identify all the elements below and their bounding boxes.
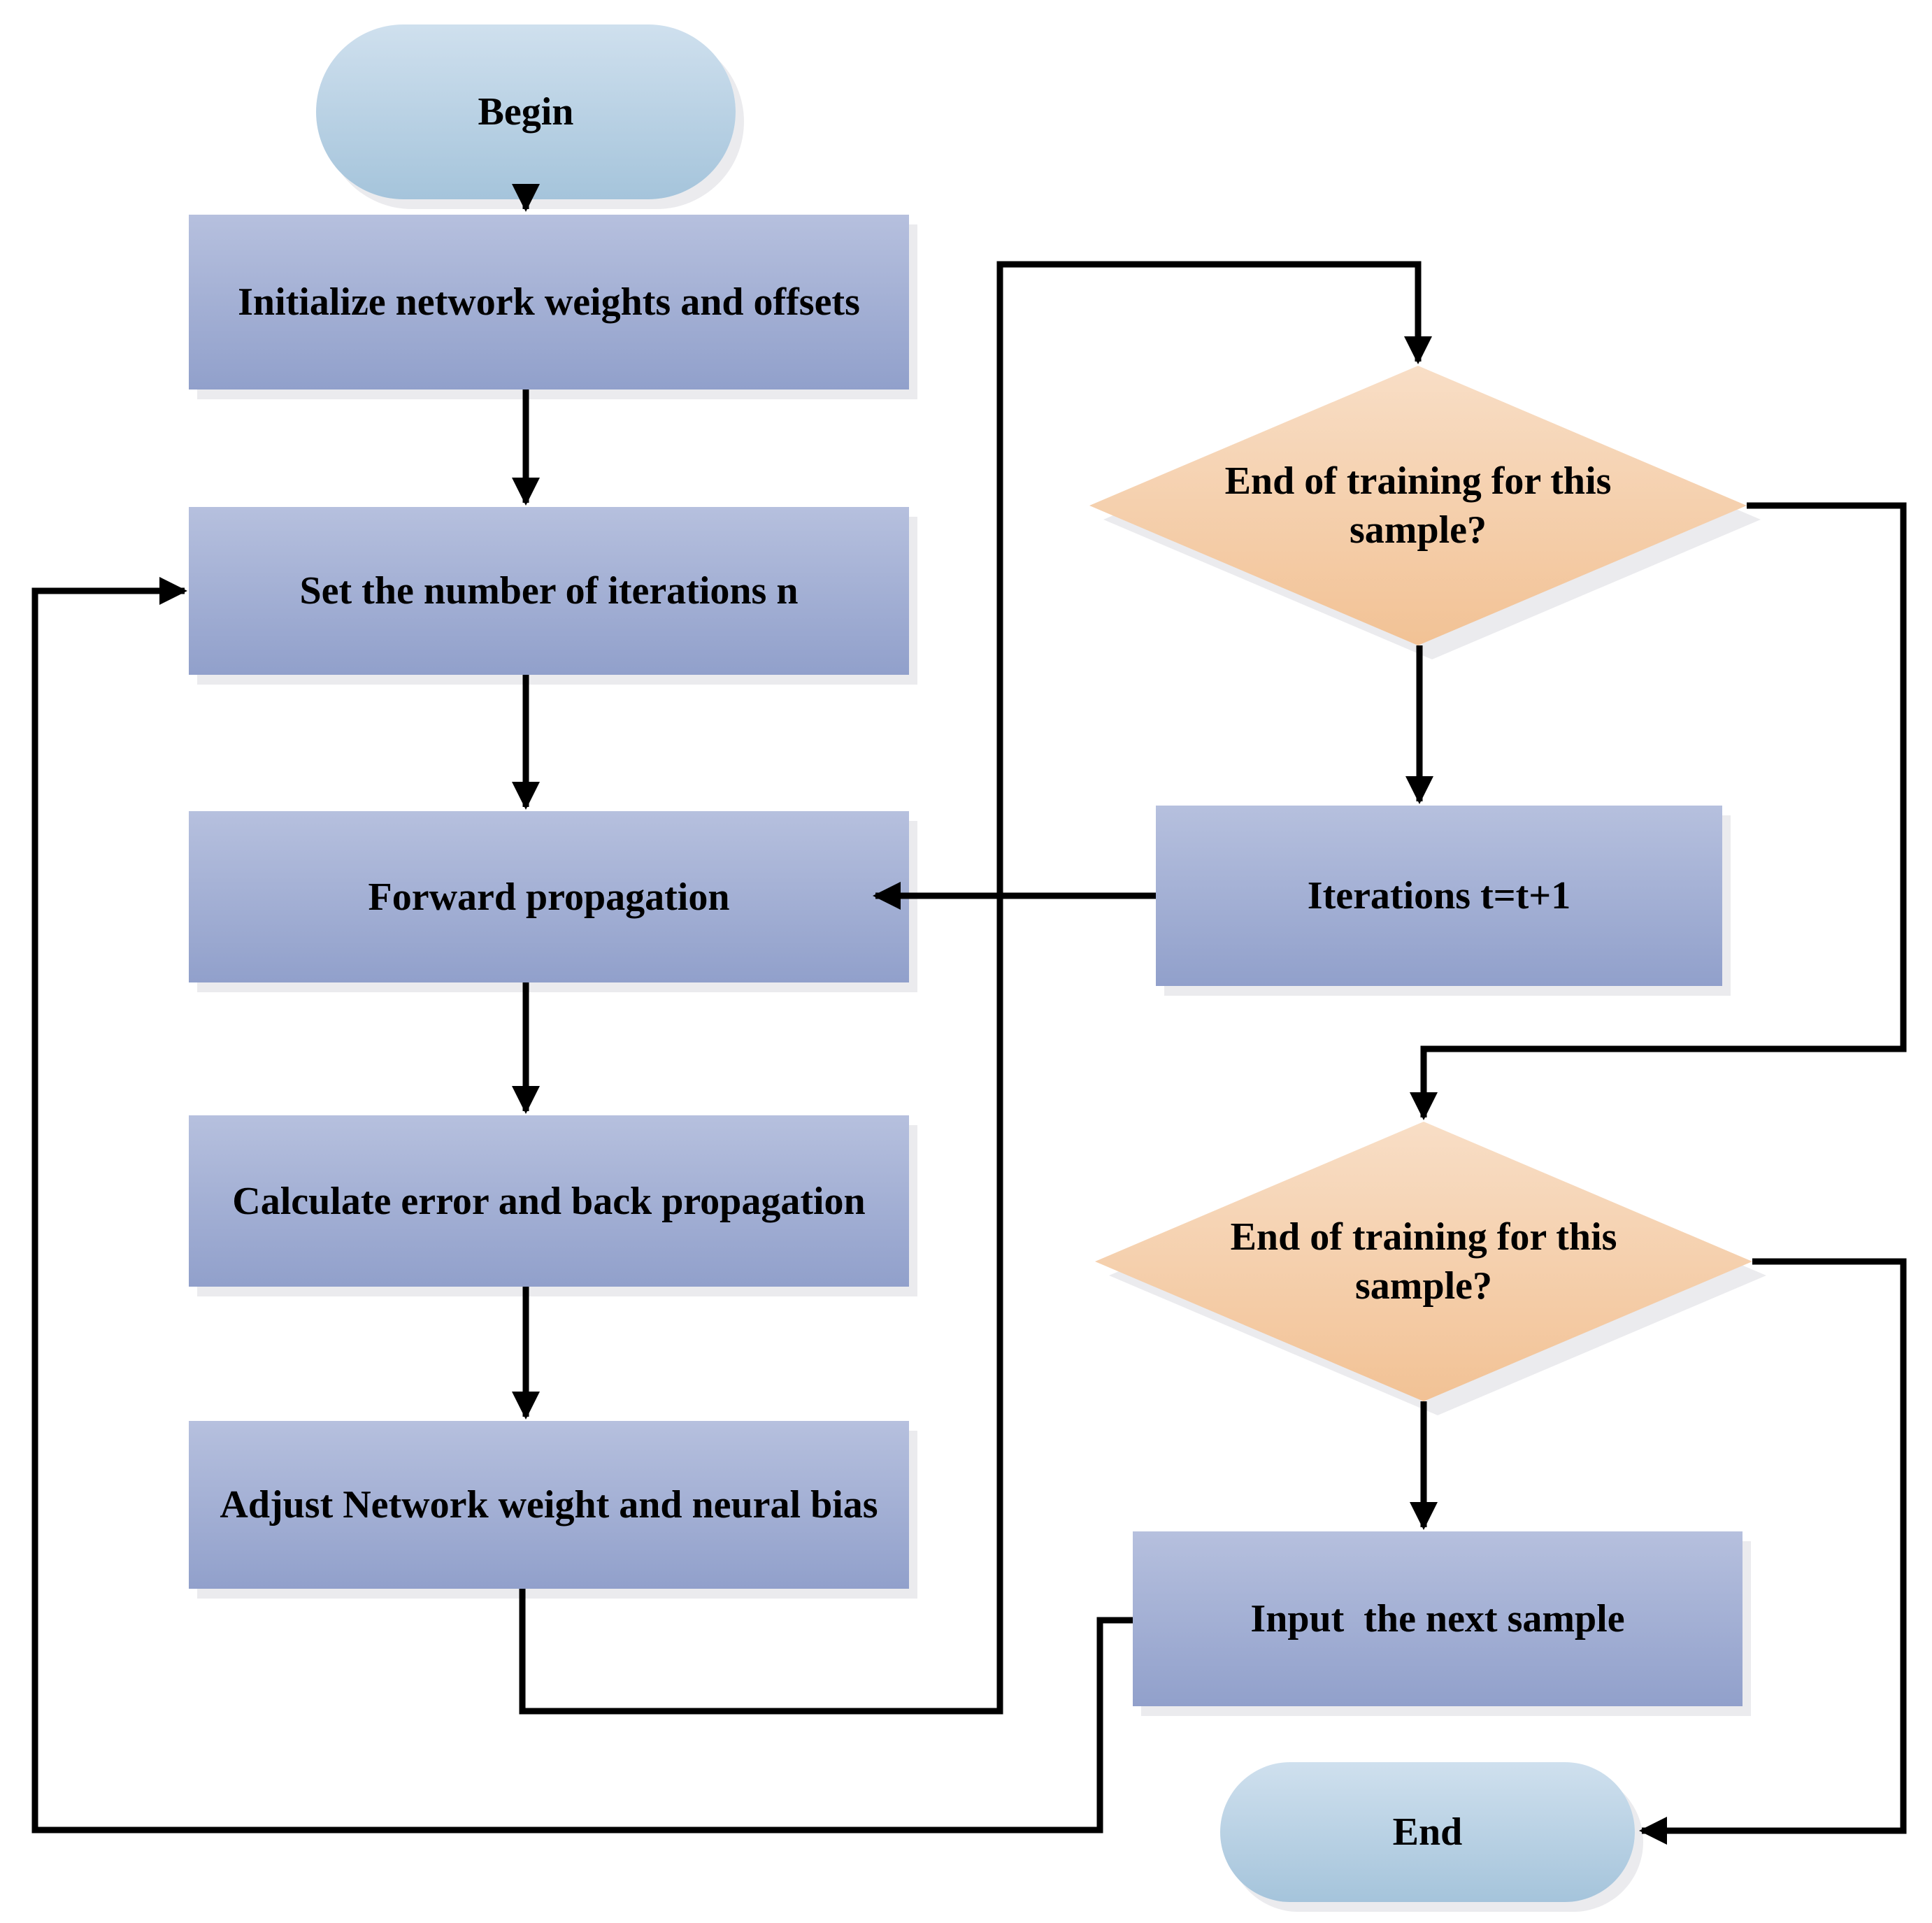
node-forward-propagation-label: Forward propagation	[368, 875, 730, 919]
node-decision-bottom: End of training for this sample?	[1095, 1122, 1766, 1415]
node-forward-propagation: Forward propagation	[189, 811, 909, 982]
node-adjust-weights: Adjust Network weight and neural bias	[189, 1421, 909, 1589]
node-iterations-label: Iterations t=t+1	[1307, 874, 1571, 917]
node-decision-top: End of training for this sample?	[1089, 366, 1761, 659]
node-calculate-error-label: Calculate error and back propagation	[232, 1179, 866, 1223]
node-input-next-sample-label: Input the next sample	[1250, 1597, 1625, 1640]
node-set-iterations-label: Set the number of iterations n	[299, 569, 799, 613]
node-end-label: End	[1392, 1810, 1463, 1854]
node-adjust-weights-label: Adjust Network weight and neural bias	[220, 1483, 878, 1527]
node-iterations: Iterations t=t+1	[1156, 806, 1722, 986]
node-decision-bottom-label: End of training for this sample?	[1230, 1215, 1627, 1308]
node-set-iterations: Set the number of iterations n	[189, 507, 909, 675]
node-calculate-error: Calculate error and back propagation	[189, 1115, 909, 1287]
node-end: End	[1220, 1762, 1635, 1902]
node-begin: Begin	[316, 24, 736, 199]
node-begin-label: Begin	[478, 90, 574, 134]
node-input-next-sample: Input the next sample	[1133, 1531, 1743, 1706]
node-initialize-label: Initialize network weights and offsets	[238, 280, 860, 324]
node-initialize: Initialize network weights and offsets	[189, 215, 909, 389]
node-decision-top-label: End of training for this sample?	[1224, 459, 1622, 552]
